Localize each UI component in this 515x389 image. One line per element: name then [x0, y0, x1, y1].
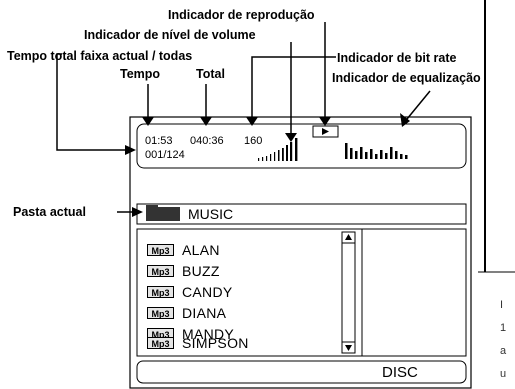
file-name: SIMPSON	[182, 334, 249, 351]
label-total: Total	[196, 67, 225, 81]
label-playback-indicator: Indicador de reprodução	[168, 8, 315, 22]
scroll-up-icon	[345, 234, 352, 240]
margin-text-1: I	[500, 299, 504, 311]
margin-text-2: 1	[500, 322, 507, 334]
scrollbar-track[interactable]	[341, 231, 356, 354]
file-name: CANDY	[182, 283, 233, 300]
mp3-badge: Mp3	[147, 264, 174, 277]
play-icon	[322, 128, 329, 135]
folder-name: MUSIC	[188, 206, 234, 222]
track-counter: 001/124	[145, 149, 185, 161]
margin-text-3: a	[500, 345, 507, 357]
list-item[interactable]: Mp3 DIANA	[147, 303, 226, 322]
label-time: Tempo	[120, 67, 161, 81]
bitrate-value: 160	[244, 135, 263, 147]
volume-level-bars	[258, 138, 298, 161]
file-name: ALAN	[182, 241, 220, 258]
callout-lines	[56, 22, 431, 213]
list-item[interactable]: Mp3 CANDY	[147, 282, 233, 301]
equalizer-bars	[345, 143, 408, 159]
source-label: DISC	[382, 364, 418, 381]
file-list-panel	[136, 228, 467, 357]
mp3-badge: Mp3	[147, 306, 174, 319]
list-item[interactable]: Mp3 BUZZ	[147, 261, 220, 280]
file-name: DIANA	[182, 304, 227, 321]
mp3-badge: Mp3	[147, 285, 174, 298]
status-panel	[136, 123, 467, 169]
label-equalizer-indicator: Indicador de equalização	[332, 71, 481, 85]
mp3-badge: Mp3	[147, 243, 174, 256]
label-volume-indicator: Indicador de nível de volume	[84, 28, 256, 42]
file-name: MANDY	[182, 325, 235, 342]
total-time: 040:36	[190, 135, 224, 147]
list-item[interactable]: Mp3 SIMPSON	[147, 333, 249, 352]
mp3-badge: Mp3	[147, 336, 174, 349]
source-bar	[136, 360, 467, 384]
current-time: 01:53	[145, 135, 173, 147]
folder-icon	[146, 207, 180, 221]
folder-bar	[136, 203, 467, 225]
arrow-heads	[125, 113, 410, 217]
label-total-time: Tempo total faixa actual / todas	[7, 49, 193, 63]
file-name: BUZZ	[182, 262, 220, 279]
label-current-folder: Pasta actual	[13, 205, 86, 219]
label-bitrate-indicator: Indicador de bit rate	[337, 51, 457, 65]
scroll-down-icon	[345, 345, 352, 351]
list-item[interactable]: Mp3 ALAN	[147, 240, 220, 259]
margin-text-4: u	[500, 368, 507, 380]
device-frame	[129, 116, 472, 389]
